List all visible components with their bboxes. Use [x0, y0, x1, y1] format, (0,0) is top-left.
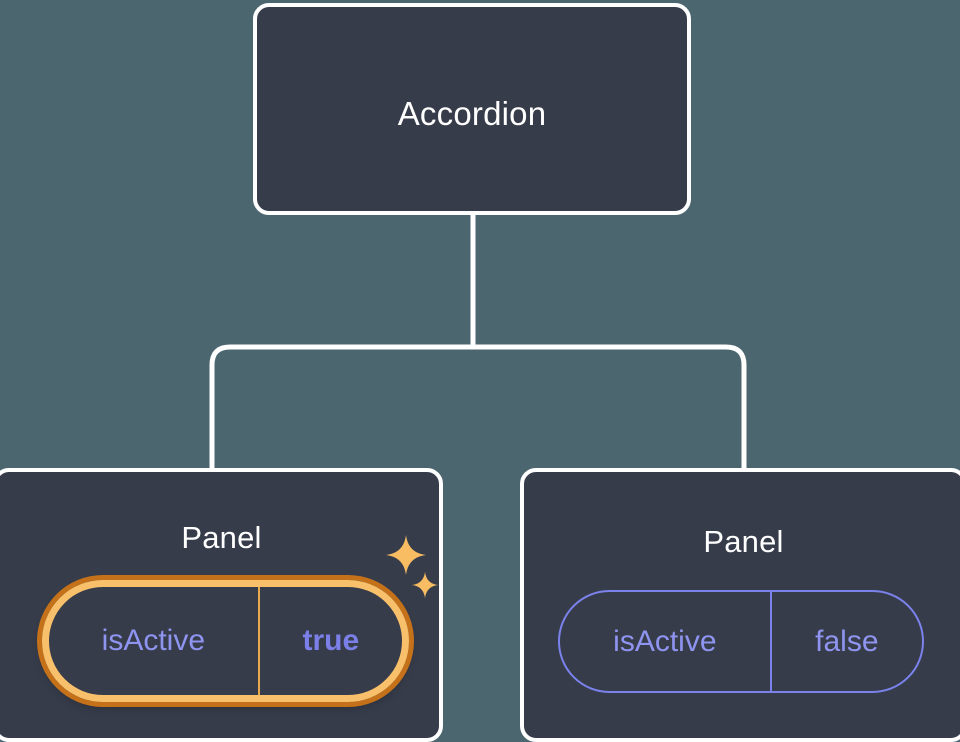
prop-pill-key: isActive	[613, 624, 717, 658]
prop-pill-key: isActive	[101, 624, 206, 657]
node-panel-active-label: Panel	[181, 520, 262, 555]
connector-branch-right	[473, 344, 747, 470]
node-panel-inactive-label: Panel	[703, 524, 784, 559]
prop-pill-value: false	[769, 592, 922, 691]
node-accordion-label: Accordion	[397, 95, 547, 132]
prop-pill-isactive-false[interactable]: isActive false	[558, 590, 924, 693]
prop-pill-isactive-true[interactable]: isActive true	[42, 580, 409, 702]
connector-branch-left	[209, 344, 473, 470]
prop-pill-value: true	[257, 587, 402, 695]
node-accordion[interactable]: Accordion	[253, 3, 691, 215]
